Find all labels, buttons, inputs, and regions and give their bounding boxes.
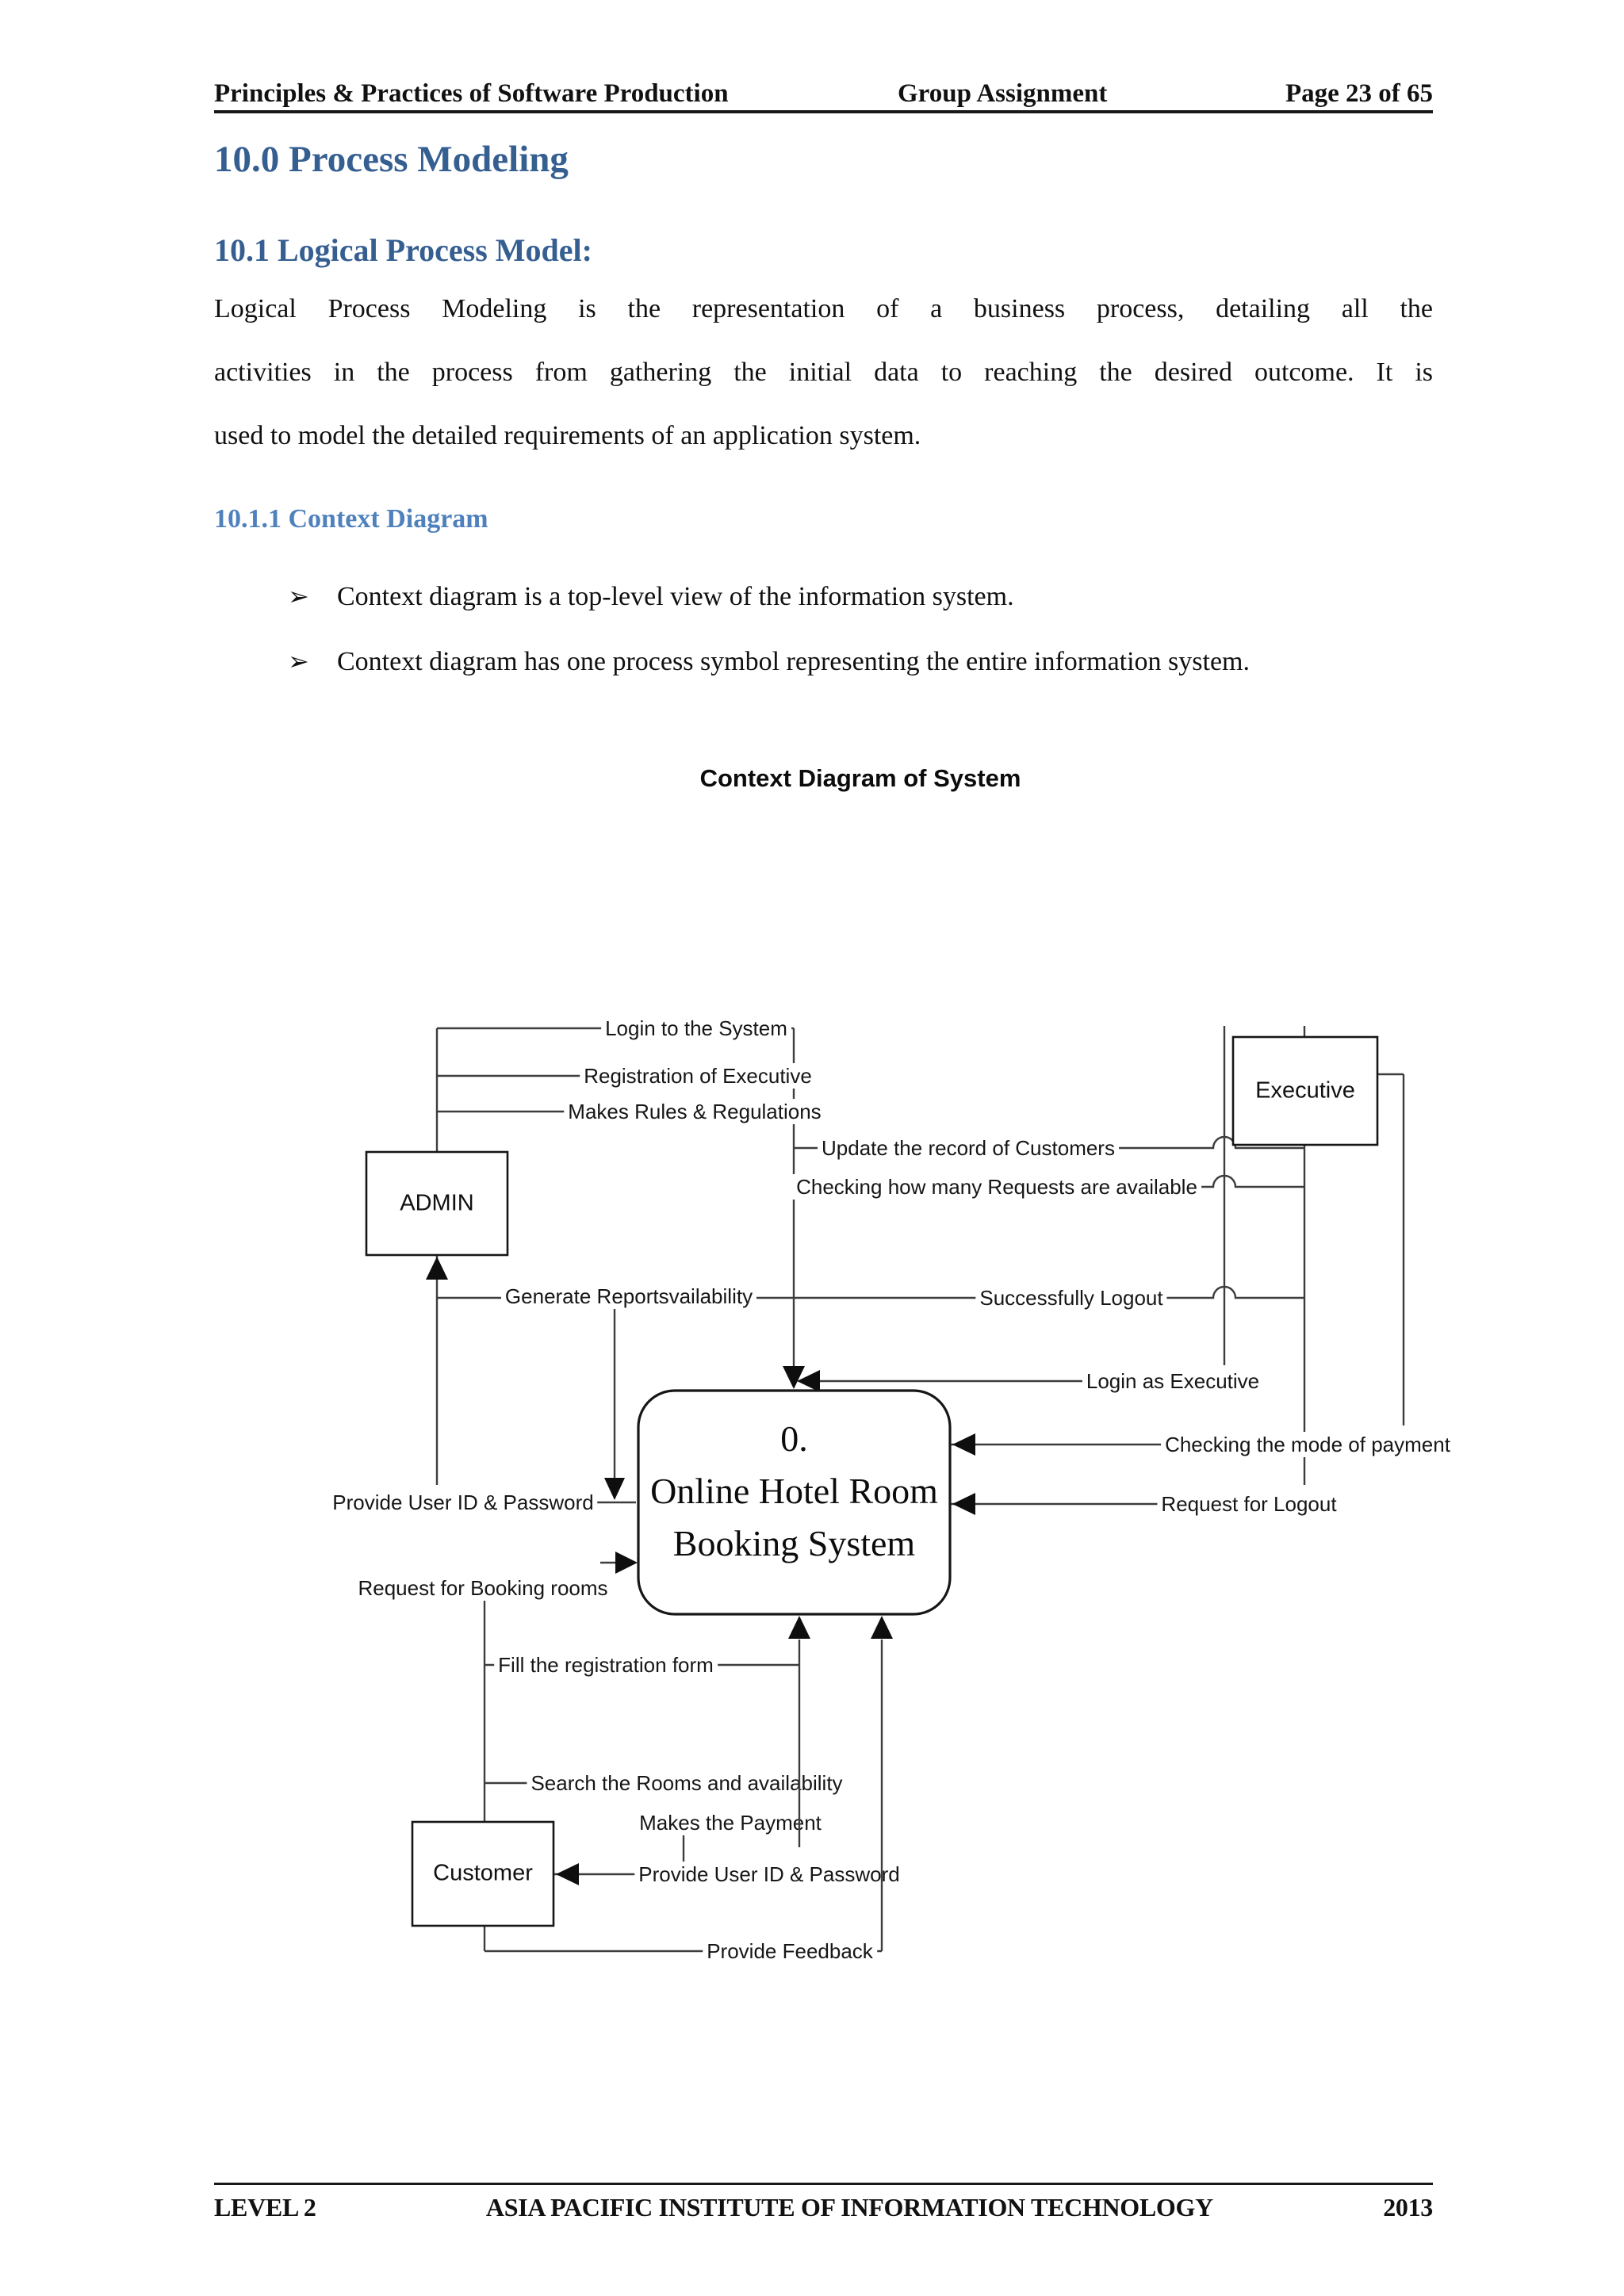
flow-label-checking-mode-payment: Checking the mode of payment — [1161, 1432, 1454, 1457]
flow-label-provide-uid-admin: Provide User ID & Password — [328, 1490, 598, 1515]
section-heading-10-0: 10.0 Process Modeling — [214, 139, 569, 180]
flow-label-generate-reports: Generate Reportsvailability — [500, 1284, 757, 1309]
flow-label-successfully-logout: Successfully Logout — [975, 1285, 1167, 1311]
overlay-lines-group — [798, 1640, 883, 1951]
header-page-number: Page 23 of 65 — [1285, 79, 1433, 108]
executive-entity-label: Executive — [1255, 1077, 1355, 1104]
header-assignment-label: Group Assignment — [898, 79, 1108, 108]
arrow-bullet-icon: ➢ — [288, 647, 309, 675]
executive-entity-box — [1231, 1035, 1379, 1146]
process-box — [637, 1389, 952, 1616]
flow-label-login-as-executive: Login as Executive — [1082, 1368, 1264, 1394]
customer-entity-label: Customer — [433, 1860, 533, 1886]
body-paragraph-line-3: used to model the detailed requirements … — [214, 421, 921, 450]
flow-label-fill-registration-form: Fill the registration form — [494, 1652, 718, 1678]
flow-label-request-for-logout: Request for Logout — [1157, 1491, 1341, 1517]
body-paragraph-line-1: Logical Process Modeling is the represen… — [214, 294, 1433, 323]
flow-label-search-rooms: Search the Rooms and availability — [527, 1770, 847, 1796]
footer-level: LEVEL 2 — [214, 2193, 316, 2221]
process-number: 0. — [780, 1418, 808, 1459]
flow-label-provide-feedback: Provide Feedback — [703, 1938, 877, 1964]
bullet-item-2: ➢ Context diagram has one process symbol … — [288, 646, 1438, 677]
flow-label-checking-requests: Checking how many Requests are available — [792, 1174, 1201, 1200]
process-name-line2: Booking System — [672, 1523, 916, 1563]
customer-entity-box — [411, 1820, 555, 1927]
flow-label-registration-executive: Registration of Executive — [580, 1063, 816, 1089]
flow-label-makes-payment: Makes the Payment — [635, 1810, 825, 1835]
entity-boxes-group — [365, 1035, 1379, 1927]
flow-label-update-record: Update the record of Customers — [818, 1135, 1119, 1161]
arrowheads-group — [426, 1257, 975, 1885]
section-heading-10-1: 10.1 Logical Process Model: — [214, 232, 592, 268]
flow-label-login-to-system: Login to the System — [601, 1016, 791, 1041]
admin-entity-label: ADMIN — [400, 1190, 474, 1216]
page-header: Principles & Practices of Software Produ… — [214, 79, 1433, 111]
arrow-bullet-icon: ➢ — [288, 582, 309, 610]
header-rule — [214, 110, 1433, 113]
flow-label-provide-uid-customer: Provide User ID & Password — [634, 1862, 904, 1887]
footer-year: 2013 — [1383, 2193, 1433, 2221]
process-name-line1: Online Hotel Room — [650, 1471, 938, 1511]
flow-label-request-booking-rooms: Request for Booking rooms — [354, 1575, 612, 1601]
admin-entity-box — [365, 1150, 509, 1257]
diagram-title: Context Diagram of System — [699, 764, 1021, 792]
page-footer: LEVEL 2 ASIA PACIFIC INSTITUTE OF INFORM… — [214, 2193, 1433, 2222]
bullet-item-1-text: Context diagram is a top-level view of t… — [337, 582, 1014, 611]
header-course-title: Principles & Practices of Software Produ… — [214, 79, 729, 108]
bullet-item-1: ➢ Context diagram is a top-level view of … — [288, 581, 1438, 612]
section-heading-10-1-1: 10.1.1 Context Diagram — [214, 504, 488, 534]
footer-rule — [214, 2183, 1433, 2185]
process-box-label: 0. Online Hotel Room Booking System — [638, 1413, 950, 1570]
body-paragraph-line-2: activities in the process from gathering… — [214, 358, 1433, 387]
footer-institute: ASIA PACIFIC INSTITUTE OF INFORMATION TE… — [485, 2193, 1213, 2221]
bullet-item-2-text: Context diagram has one process symbol r… — [337, 647, 1251, 676]
flow-label-makes-rules: Makes Rules & Regulations — [564, 1099, 825, 1124]
